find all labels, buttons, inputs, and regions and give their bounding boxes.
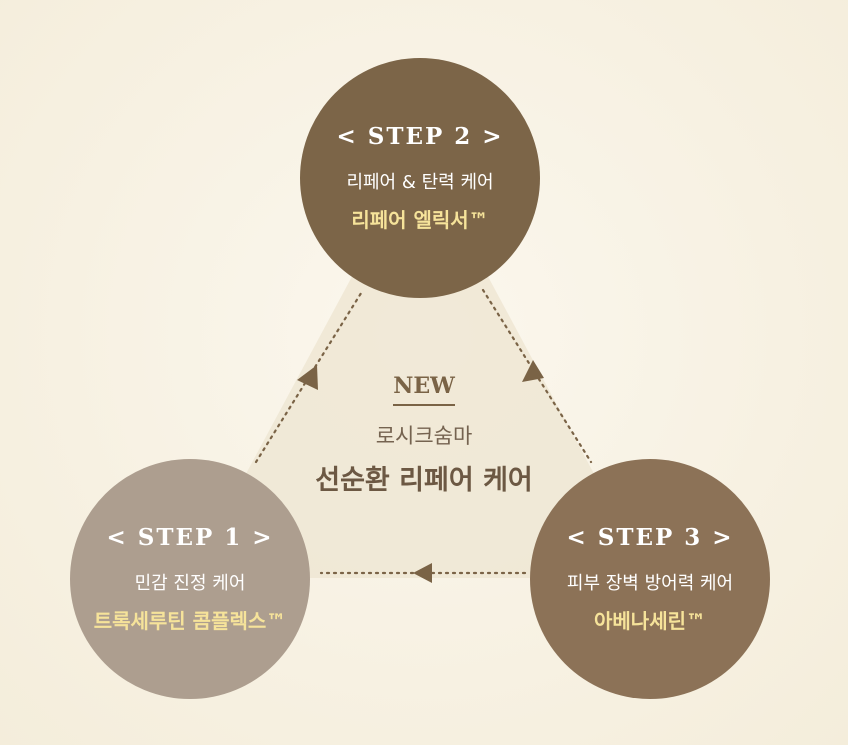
center-title: 선순환 리페어 케어 bbox=[315, 465, 533, 496]
arrow-up-left-icon bbox=[297, 365, 318, 390]
step-2-circle: < STEP 2 > 리페어 & 탄력 케어 리페어 엘릭서™ bbox=[300, 58, 540, 298]
step-3-product: 아베나세린™ bbox=[594, 609, 706, 633]
background-triangle bbox=[190, 150, 650, 578]
center-subtitle: 로시크숨마 bbox=[375, 424, 473, 448]
new-badge: NEW bbox=[393, 373, 455, 406]
step-3-label: < STEP 3 > bbox=[566, 524, 734, 551]
step-2-label: < STEP 2 > bbox=[336, 123, 504, 150]
connector-step2-to-step3 bbox=[481, 288, 593, 464]
connector-step1-to-step2 bbox=[254, 288, 365, 464]
step-3-circle: < STEP 3 > 피부 장벽 방어력 케어 아베나세린™ bbox=[530, 459, 770, 699]
arrow-left-icon bbox=[413, 563, 432, 583]
center-text-block: NEW 로시크숨마 선순환 리페어 케어 bbox=[274, 373, 574, 497]
arrow-down-right-icon bbox=[522, 360, 544, 382]
step-1-description: 민감 진정 케어 bbox=[134, 573, 246, 594]
step-2-description: 리페어 & 탄력 케어 bbox=[346, 172, 494, 193]
step-1-label: < STEP 1 > bbox=[106, 524, 274, 551]
step-1-product: 트록세루틴 콤플렉스™ bbox=[93, 609, 287, 633]
step-2-product: 리페어 엘릭서™ bbox=[351, 208, 489, 232]
step-3-description: 피부 장벽 방어력 케어 bbox=[566, 573, 734, 594]
step-1-circle: < STEP 1 > 민감 진정 케어 트록세루틴 콤플렉스™ bbox=[70, 459, 310, 699]
